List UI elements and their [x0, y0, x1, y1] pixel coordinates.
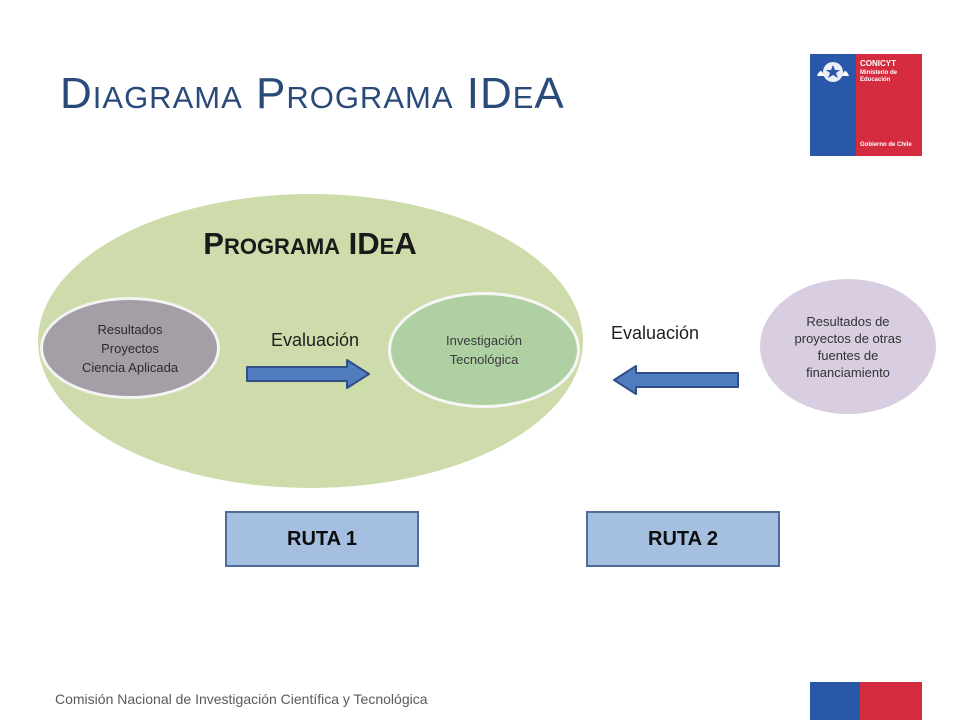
node-investigacion-line2: Tecnológica — [449, 352, 519, 367]
footer-flag-strip — [810, 682, 922, 720]
ruta-2-label: RUTA 2 — [648, 527, 718, 550]
node-ciencia-line3: Ciencia Aplicada — [81, 359, 179, 375]
node-otras-line1: Resultados de — [806, 313, 890, 329]
node-investigacion-line1: Investigación — [446, 333, 522, 348]
logo-org: CONICYT — [860, 59, 896, 68]
node-ciencia-line1: Resultados — [97, 321, 163, 337]
logo-ministry-line1: Ministerio de — [860, 70, 898, 76]
node-otras-line3: fuentes de — [817, 347, 879, 363]
arrow-left-icon — [613, 365, 739, 395]
logo-flag-graphic — [810, 54, 922, 156]
ruta-1-box: RUTA 1 — [225, 511, 419, 567]
node-otras-line4: financiamiento — [806, 364, 890, 380]
node-otras-fuentes: Resultados de proyectos de otras fuentes… — [760, 279, 936, 414]
footer-organization-name: Comisión Nacional de Investigación Cient… — [55, 691, 428, 707]
evaluation-label-ruta2: Evaluación — [610, 323, 700, 343]
ruta-2-box: RUTA 2 — [586, 511, 780, 567]
program-heading: Programa IDeA — [203, 226, 417, 261]
evaluation-label-ruta1: Evaluación — [270, 330, 360, 350]
ruta-1-label: RUTA 1 — [287, 527, 357, 550]
logo-ministry-line2: Educación — [860, 77, 891, 83]
conicyt-logo: CONICYT Ministerio de Educación Gobierno… — [810, 54, 922, 156]
node-otras-line2: proyectos de otras — [794, 330, 902, 346]
logo-government: Gobierno de Chile — [860, 142, 912, 148]
arrow-right-icon — [246, 359, 370, 389]
coat-of-arms-icon — [817, 62, 849, 82]
node-investigacion-tecnologica: Investigación Tecnológica — [388, 292, 580, 408]
node-ciencia-line2: Proyectos — [101, 340, 159, 356]
slide-title: Diagrama Programa IDeA — [60, 69, 565, 118]
node-ciencia-aplicada: Resultados Proyectos Ciencia Aplicada — [40, 297, 220, 399]
